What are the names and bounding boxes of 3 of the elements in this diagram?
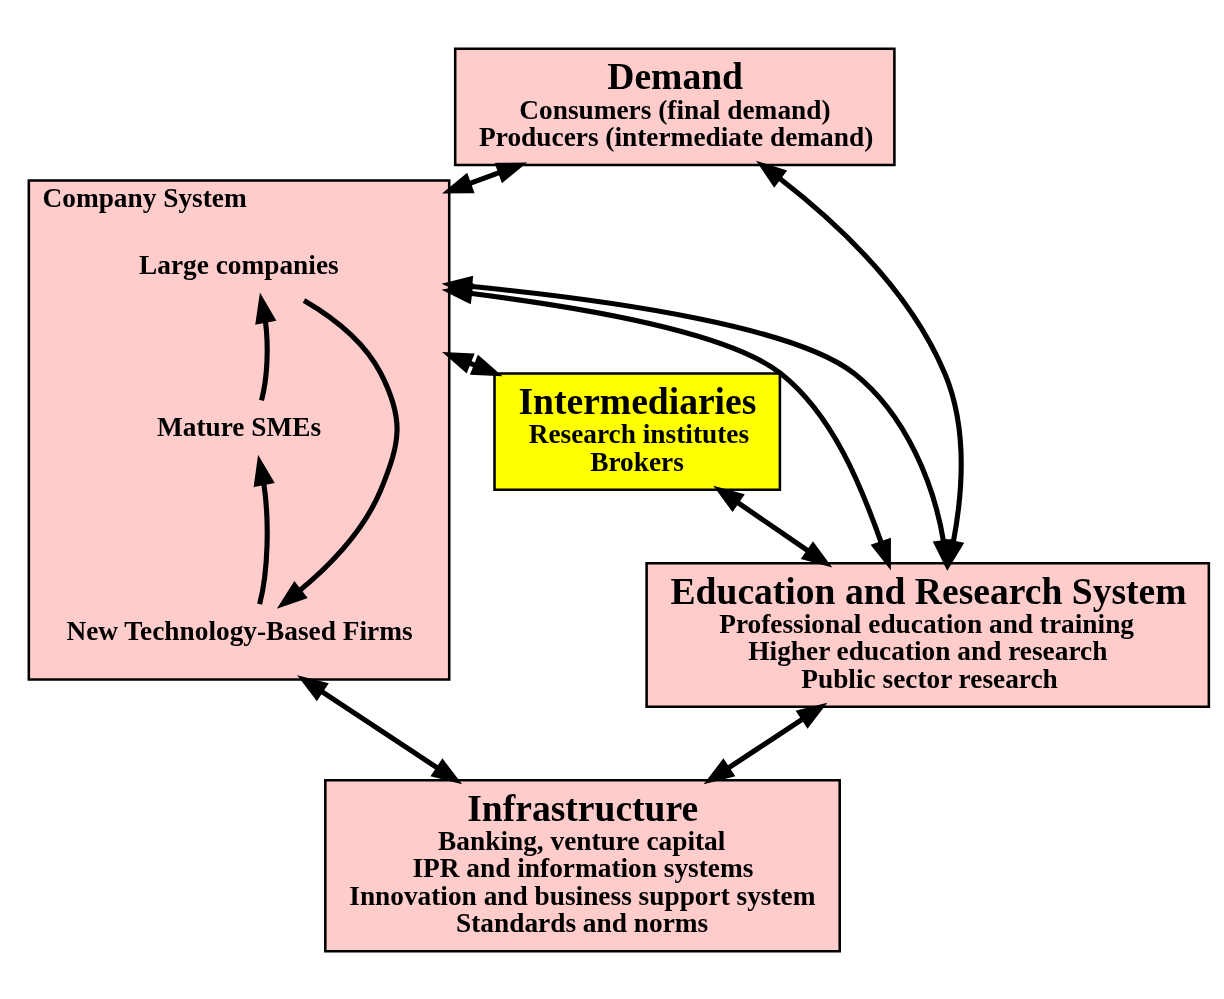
node-text: Large companies xyxy=(139,249,339,280)
node-text: New Technology-Based Firms xyxy=(66,615,413,646)
node-text: Mature SMEs xyxy=(156,411,322,442)
